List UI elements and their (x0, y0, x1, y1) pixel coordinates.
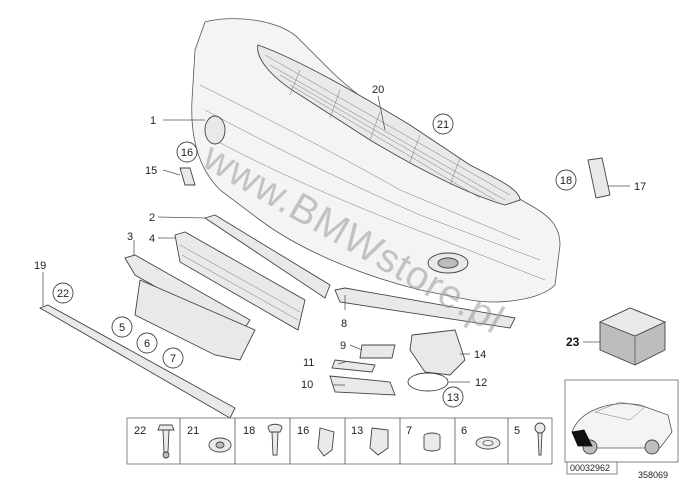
bracket-10 (329, 375, 396, 396)
grille-mesh (257, 44, 521, 206)
circled-callout-18: 18 (555, 169, 577, 191)
strip-label-5: 5 (514, 425, 520, 437)
circled-callout-13: 13 (442, 386, 464, 408)
car-location-thumbnail: 00032962 (564, 379, 679, 475)
callout-1: 1 (150, 115, 156, 127)
callout-4: 4 (149, 233, 155, 245)
svg-text:16: 16 (181, 147, 193, 159)
callout-15: 15 (145, 165, 157, 177)
callout-8: 8 (341, 318, 347, 330)
lower-grille (174, 231, 306, 331)
strip-label-22: 22 (134, 425, 146, 437)
reference-number: 00032962 (570, 463, 610, 473)
circled-callout-7: 7 (162, 347, 184, 369)
svg-text:21: 21 (437, 119, 449, 131)
circled-callout-21: 21 (432, 113, 454, 135)
kit-box: 23 (566, 307, 667, 366)
bracket-17 (587, 157, 611, 199)
svg-text:18: 18 (560, 175, 572, 187)
svg-text:7: 7 (170, 353, 176, 365)
svg-text:6: 6 (144, 338, 150, 350)
svg-text:5: 5 (119, 322, 125, 334)
callout-12: 12 (475, 377, 487, 389)
circled-callout-16: 16 (176, 141, 198, 163)
callout-11: 11 (303, 357, 314, 369)
circled-callout-6: 6 (136, 332, 158, 354)
circled-callout-5: 5 (111, 316, 133, 338)
svg-text:13: 13 (447, 392, 459, 404)
fog-light-grille (409, 329, 466, 376)
circled-callout-22: 22 (52, 282, 74, 304)
strip-label-13: 13 (351, 425, 363, 437)
callout-17: 17 (634, 181, 646, 193)
spoiler-strip (38, 304, 236, 419)
callout-2: 2 (149, 212, 155, 224)
bumper-cover (191, 18, 561, 303)
callout-20: 20 (372, 84, 384, 96)
callout-3: 3 (127, 231, 133, 243)
license-plate-bracket (134, 279, 256, 361)
upper-trim-strip (203, 214, 331, 299)
fog-light-ring (407, 372, 449, 392)
svg-text:23: 23 (566, 335, 580, 349)
diagram-number: 358069 (638, 470, 668, 480)
tow-hook-cover (359, 344, 396, 359)
strip-label-18: 18 (243, 425, 255, 437)
callout-19: 19 (34, 260, 46, 272)
svg-text:22: 22 (57, 288, 69, 300)
strip-label-7: 7 (406, 425, 412, 437)
callout-14: 14 (474, 349, 486, 361)
clip-15 (179, 167, 196, 186)
hardware-strip: 22 21 18 16 13 7 6 5 (126, 417, 553, 465)
strip-label-6: 6 (461, 425, 467, 437)
lower-trim-strip (334, 287, 516, 329)
callout-9: 9 (340, 340, 346, 352)
callout-10: 10 (301, 379, 313, 391)
strip-label-16: 16 (297, 425, 309, 437)
bracket-11 (331, 359, 376, 373)
strip-label-21: 21 (187, 425, 199, 437)
